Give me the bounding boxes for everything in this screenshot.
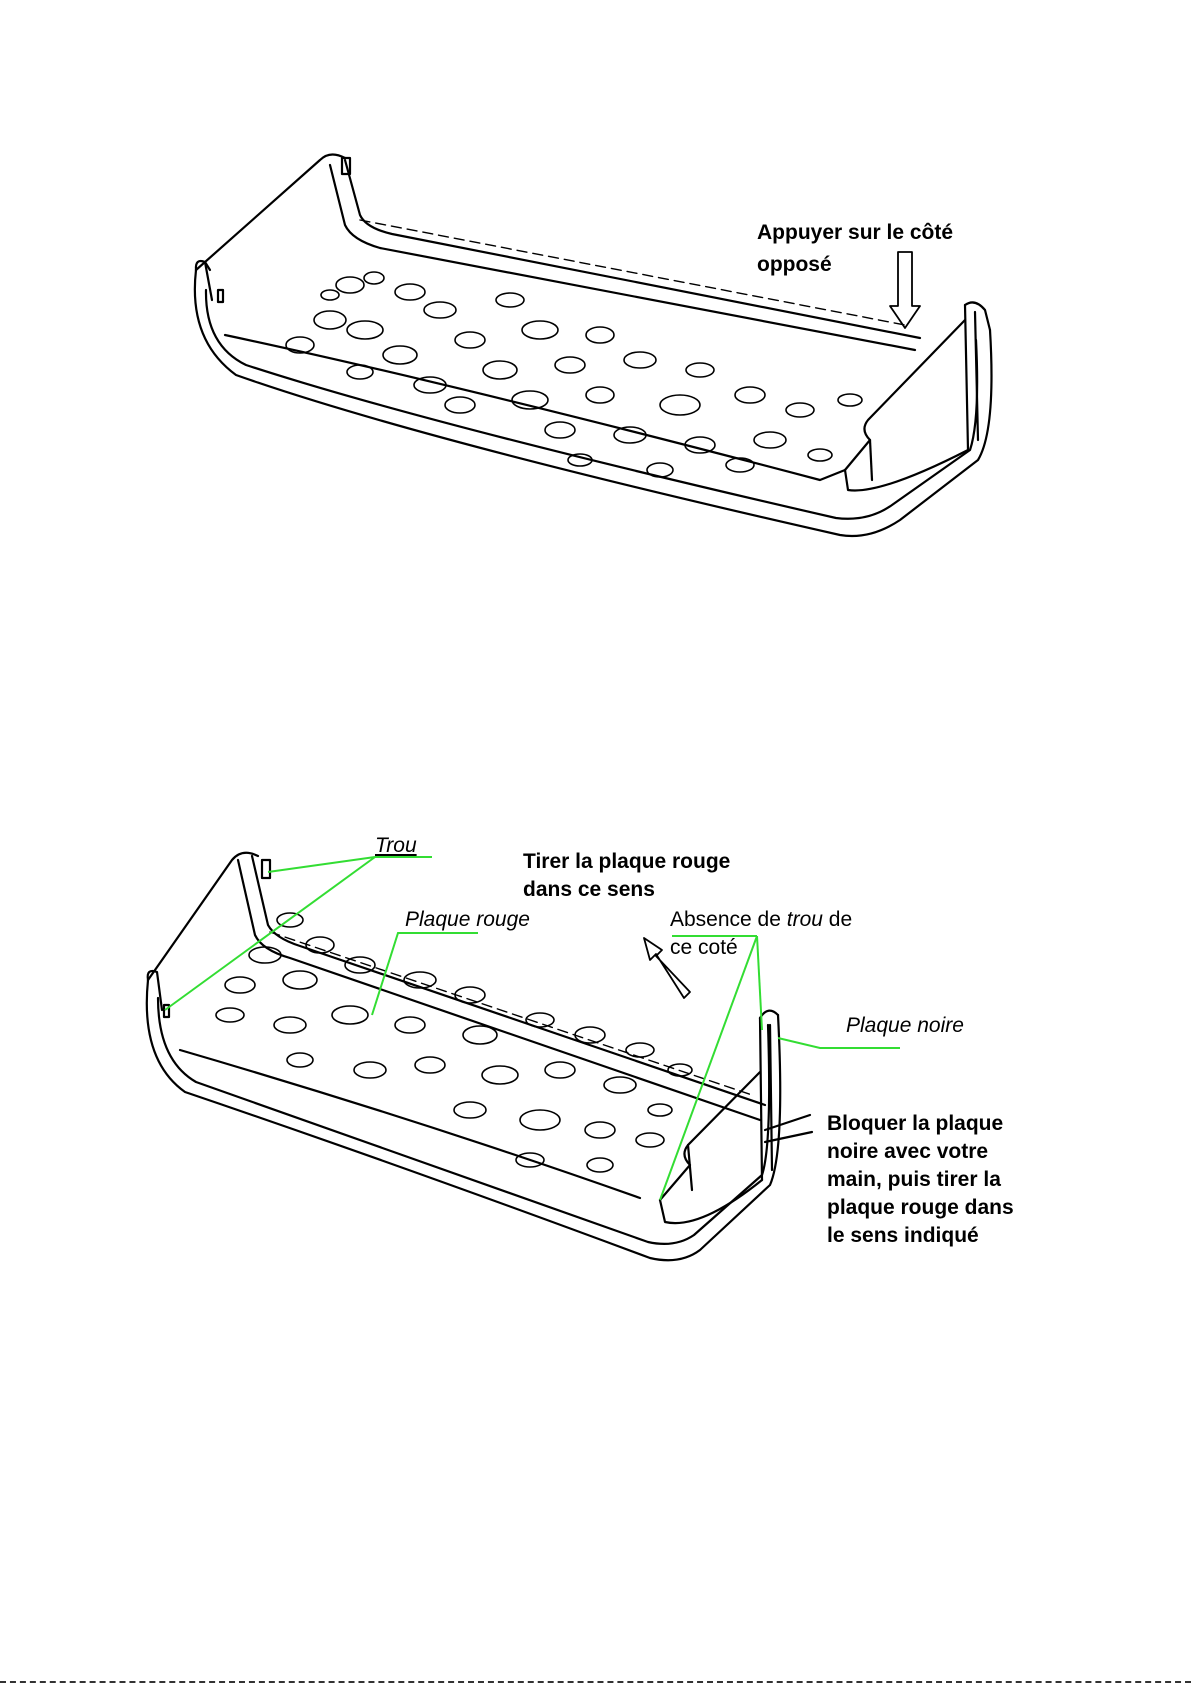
plaque-rouge-leader [372,933,478,1015]
figure-pull-red-plate: Trou Tirer la plaque rouge dans ce sens … [0,820,1191,1685]
absence-leader-right [757,936,762,1030]
instruction-pull-line1: Tirer la plaque rouge [523,848,730,876]
block-line-4: plaque rouge dans [827,1194,1014,1222]
tray-outer-body [195,270,992,536]
absence-text-a: Absence de [670,908,787,931]
label-trou: Trou [375,832,417,860]
label-absence-line2: ce coté [670,934,738,962]
block-line-1: Bloquer la plaque [827,1110,1014,1138]
figure-press-opposite-side: Appuyer sur le côté opposé [0,0,1191,820]
down-arrow-icon [890,252,920,328]
label-plaque-noire: Plaque noire [846,1012,964,1040]
left-end-plate [196,154,345,270]
instruction-press-line2: opposé [757,251,832,279]
block-line-5: le sens indiqué [827,1222,1014,1250]
shelf-drawing-bottom [0,820,1191,1685]
trou-leader-bottom [165,857,375,1010]
label-plaque-rouge: Plaque rouge [405,906,530,934]
tray-outer-body [147,980,780,1260]
absence-text-b: de [823,908,852,931]
instruction-pull-line2: dans ce sens [523,876,655,904]
block-line-2: noire avec votre [827,1138,1014,1166]
black-plate [760,1011,778,1018]
absence-text-trou: trou [787,908,823,931]
right-end-plate [965,302,990,330]
label-absence-line1: Absence de trou de [670,906,852,934]
instruction-press-line1: Appuyer sur le côté [757,219,953,247]
shelf-drawing-top [0,0,1191,820]
instruction-block-plate: Bloquer la plaque noire avec votre main,… [827,1110,1014,1250]
page-bottom-rule [0,1681,1191,1683]
block-line-3: main, puis tirer la [827,1166,1014,1194]
